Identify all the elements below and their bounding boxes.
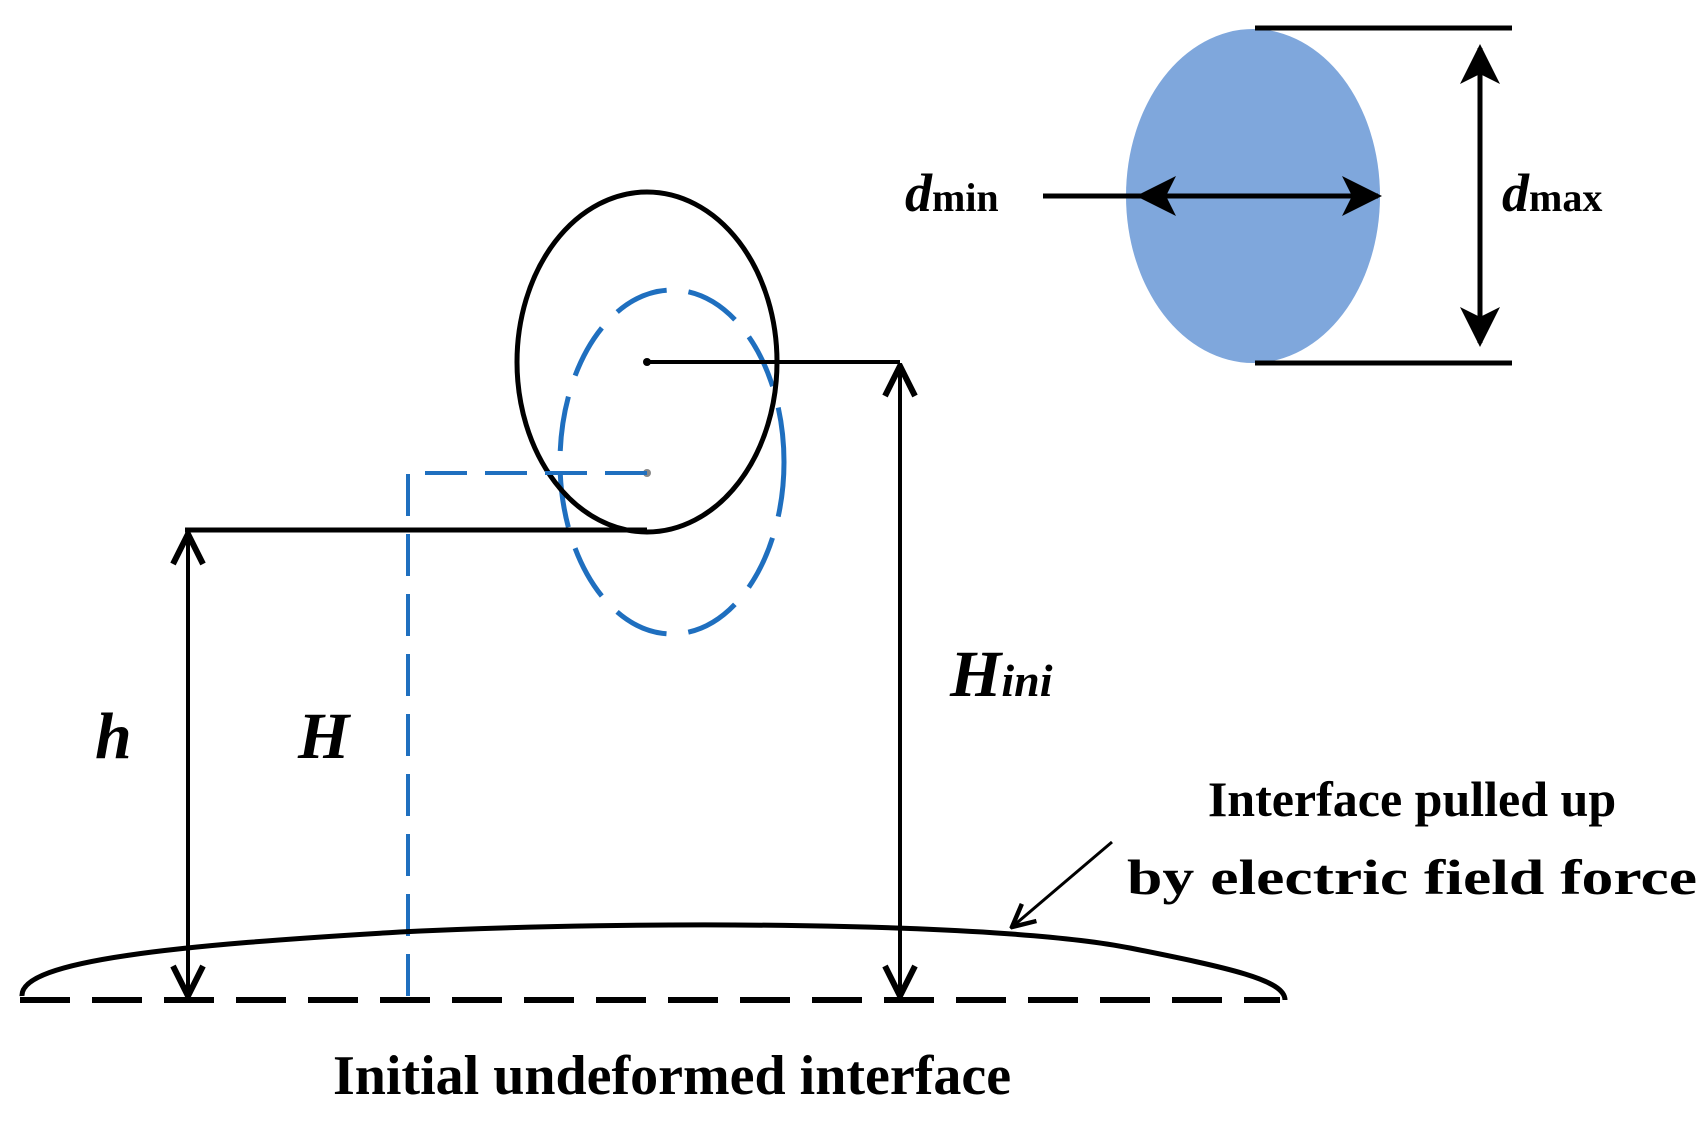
droplet-positions-group bbox=[514, 189, 787, 637]
deformed-interface-curve bbox=[19, 922, 1288, 1001]
interfaces bbox=[19, 840, 1288, 1003]
hini-label: Hini bbox=[949, 638, 1053, 711]
h-label: h bbox=[95, 700, 132, 773]
H-label: H bbox=[297, 700, 352, 773]
initial-interface-label: Initial undeformed interface bbox=[333, 1045, 1011, 1107]
dmax-label: dmax bbox=[1502, 163, 1602, 223]
ellipsoid-droplet-group: dmin dmax bbox=[905, 25, 1602, 366]
pulled-interface-pointer-arrow bbox=[1012, 840, 1113, 927]
deformed-droplet-outline bbox=[557, 287, 787, 637]
dmin-label: dmin bbox=[905, 163, 999, 223]
interface-pulled-label-line2: by electric field force bbox=[1127, 849, 1697, 905]
height-dimensions bbox=[185, 360, 900, 1000]
H-dashed-path bbox=[406, 471, 647, 1000]
interface-pulled-label-line1: Interface pulled up bbox=[1208, 771, 1616, 827]
